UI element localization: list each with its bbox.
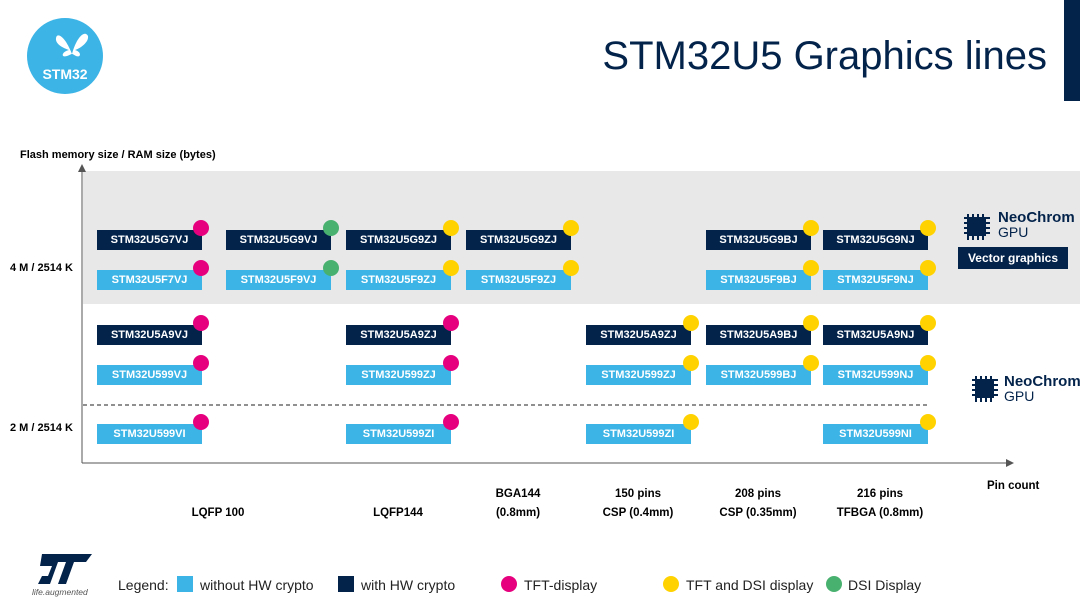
dsi-display-marker	[323, 260, 339, 276]
part-chip: STM32U5F9BJ	[706, 270, 811, 290]
neochrom-brand: NeoChrom GPU	[998, 209, 1075, 240]
tft-dsi-display-marker	[443, 220, 459, 236]
tft-dsi-display-marker	[803, 260, 819, 276]
tft-display-marker	[193, 355, 209, 371]
part-chip: STM32U5F9ZJ	[466, 270, 571, 290]
tft-dsi-display-marker	[683, 414, 699, 430]
tft-dsi-display-marker	[683, 355, 699, 371]
tft-display-marker	[193, 220, 209, 236]
y-axis-title: Flash memory size / RAM size (bytes)	[20, 149, 216, 161]
part-chip: STM32U599NI	[823, 424, 928, 444]
neochrom-chip-icon	[964, 214, 990, 240]
y-tick-4m: 4 M / 2514 K	[10, 262, 73, 274]
part-chip: STM32U5A9BJ	[706, 325, 811, 345]
part-chip: STM32U5F7VJ	[97, 270, 202, 290]
tft-dsi-display-marker	[920, 315, 936, 331]
package-label: BGA144(0.8mm)	[495, 488, 541, 519]
edge-accent	[1064, 0, 1080, 101]
tft-display-marker	[193, 414, 209, 430]
part-chip: STM32U599VJ	[97, 365, 202, 385]
tft-dsi-display-marker	[920, 414, 936, 430]
logo-text: STM32	[42, 66, 88, 82]
part-chip: STM32U5F9VJ	[226, 270, 331, 290]
part-chip: STM32U5G9ZJ	[466, 230, 571, 250]
y-tick-2m: 2 M / 2514 K	[10, 422, 73, 434]
legend-label: DSI Display	[848, 577, 922, 593]
tft-display-marker	[193, 260, 209, 276]
legend-swatch-crypto	[338, 576, 354, 592]
tft-display-marker	[443, 315, 459, 331]
legend-marker-tftdsi	[663, 576, 679, 592]
tft-dsi-display-marker	[803, 220, 819, 236]
tft-dsi-display-marker	[920, 260, 936, 276]
part-chip: STM32U5G9ZJ	[346, 230, 451, 250]
part-chip: STM32U599BJ	[706, 365, 811, 385]
part-chip: STM32U5A9VJ	[97, 325, 202, 345]
part-chip: STM32U5A9ZJ	[586, 325, 691, 345]
st-logo-icon	[38, 554, 92, 584]
legend-marker-tft	[501, 576, 517, 592]
neochrom-chip-icon	[972, 376, 998, 402]
tft-dsi-display-marker	[443, 260, 459, 276]
tft-dsi-display-marker	[563, 220, 579, 236]
part-chip: STM32U599VI	[97, 424, 202, 444]
part-chip: STM32U5G9BJ	[706, 230, 811, 250]
tft-display-marker	[443, 414, 459, 430]
page-title: STM32U5 Graphics lines	[602, 34, 1047, 78]
part-chip: STM32U599ZJ	[586, 365, 691, 385]
part-chip: STM32U5F9NJ	[823, 270, 928, 290]
part-chip: STM32U5F9ZJ	[346, 270, 451, 290]
legend-label: with HW crypto	[361, 577, 456, 593]
part-chip: STM32U599NJ	[823, 365, 928, 385]
vector-graphics-badge: Vector graphics	[958, 247, 1068, 269]
tft-display-marker	[443, 355, 459, 371]
neochrom-brand: NeoChrom GPU	[1004, 373, 1080, 404]
stm32-logo: STM32	[27, 18, 103, 94]
tft-dsi-display-marker	[920, 355, 936, 371]
package-label: LQFP 100	[191, 507, 245, 519]
part-chip: STM32U5G9NJ	[823, 230, 928, 250]
part-chip: STM32U599ZI	[586, 424, 691, 444]
legend-label: without HW crypto	[200, 577, 314, 593]
tft-dsi-display-marker	[920, 220, 936, 236]
legend-label: TFT-display	[524, 577, 598, 593]
dsi-display-marker	[323, 220, 339, 236]
st-tagline: life.augmented	[32, 587, 88, 597]
butterfly-icon	[55, 33, 89, 57]
package-label: LQFP144	[373, 507, 423, 519]
part-chip: STM32U5G9VJ	[226, 230, 331, 250]
part-chip: STM32U5G7VJ	[97, 230, 202, 250]
part-chip: STM32U599ZI	[346, 424, 451, 444]
part-chip: STM32U5A9ZJ	[346, 325, 451, 345]
tft-dsi-display-marker	[803, 355, 819, 371]
x-axis-title: Pin count	[987, 480, 1040, 492]
tft-dsi-display-marker	[803, 315, 819, 331]
legend-marker-dsi	[826, 576, 842, 592]
tft-display-marker	[193, 315, 209, 331]
part-chip: STM32U5A9NJ	[823, 325, 928, 345]
tft-dsi-display-marker	[683, 315, 699, 331]
part-chip: STM32U599ZJ	[346, 365, 451, 385]
legend-swatch-plain	[177, 576, 193, 592]
legend-title: Legend:	[118, 577, 169, 593]
legend-label: TFT and DSI display	[686, 577, 814, 593]
tft-dsi-display-marker	[563, 260, 579, 276]
